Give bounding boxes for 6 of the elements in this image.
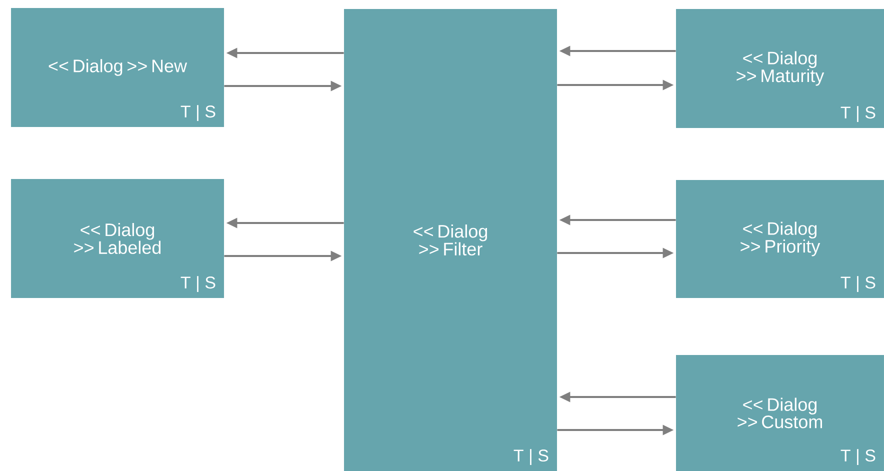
- box-tag: T | S: [840, 276, 876, 292]
- box-tag: T | S: [840, 106, 876, 122]
- box-tag: T | S: [180, 276, 216, 292]
- box-tag: T | S: [514, 449, 548, 465]
- box-tag: T | S: [180, 105, 216, 121]
- box-tag: T | S: [840, 449, 876, 465]
